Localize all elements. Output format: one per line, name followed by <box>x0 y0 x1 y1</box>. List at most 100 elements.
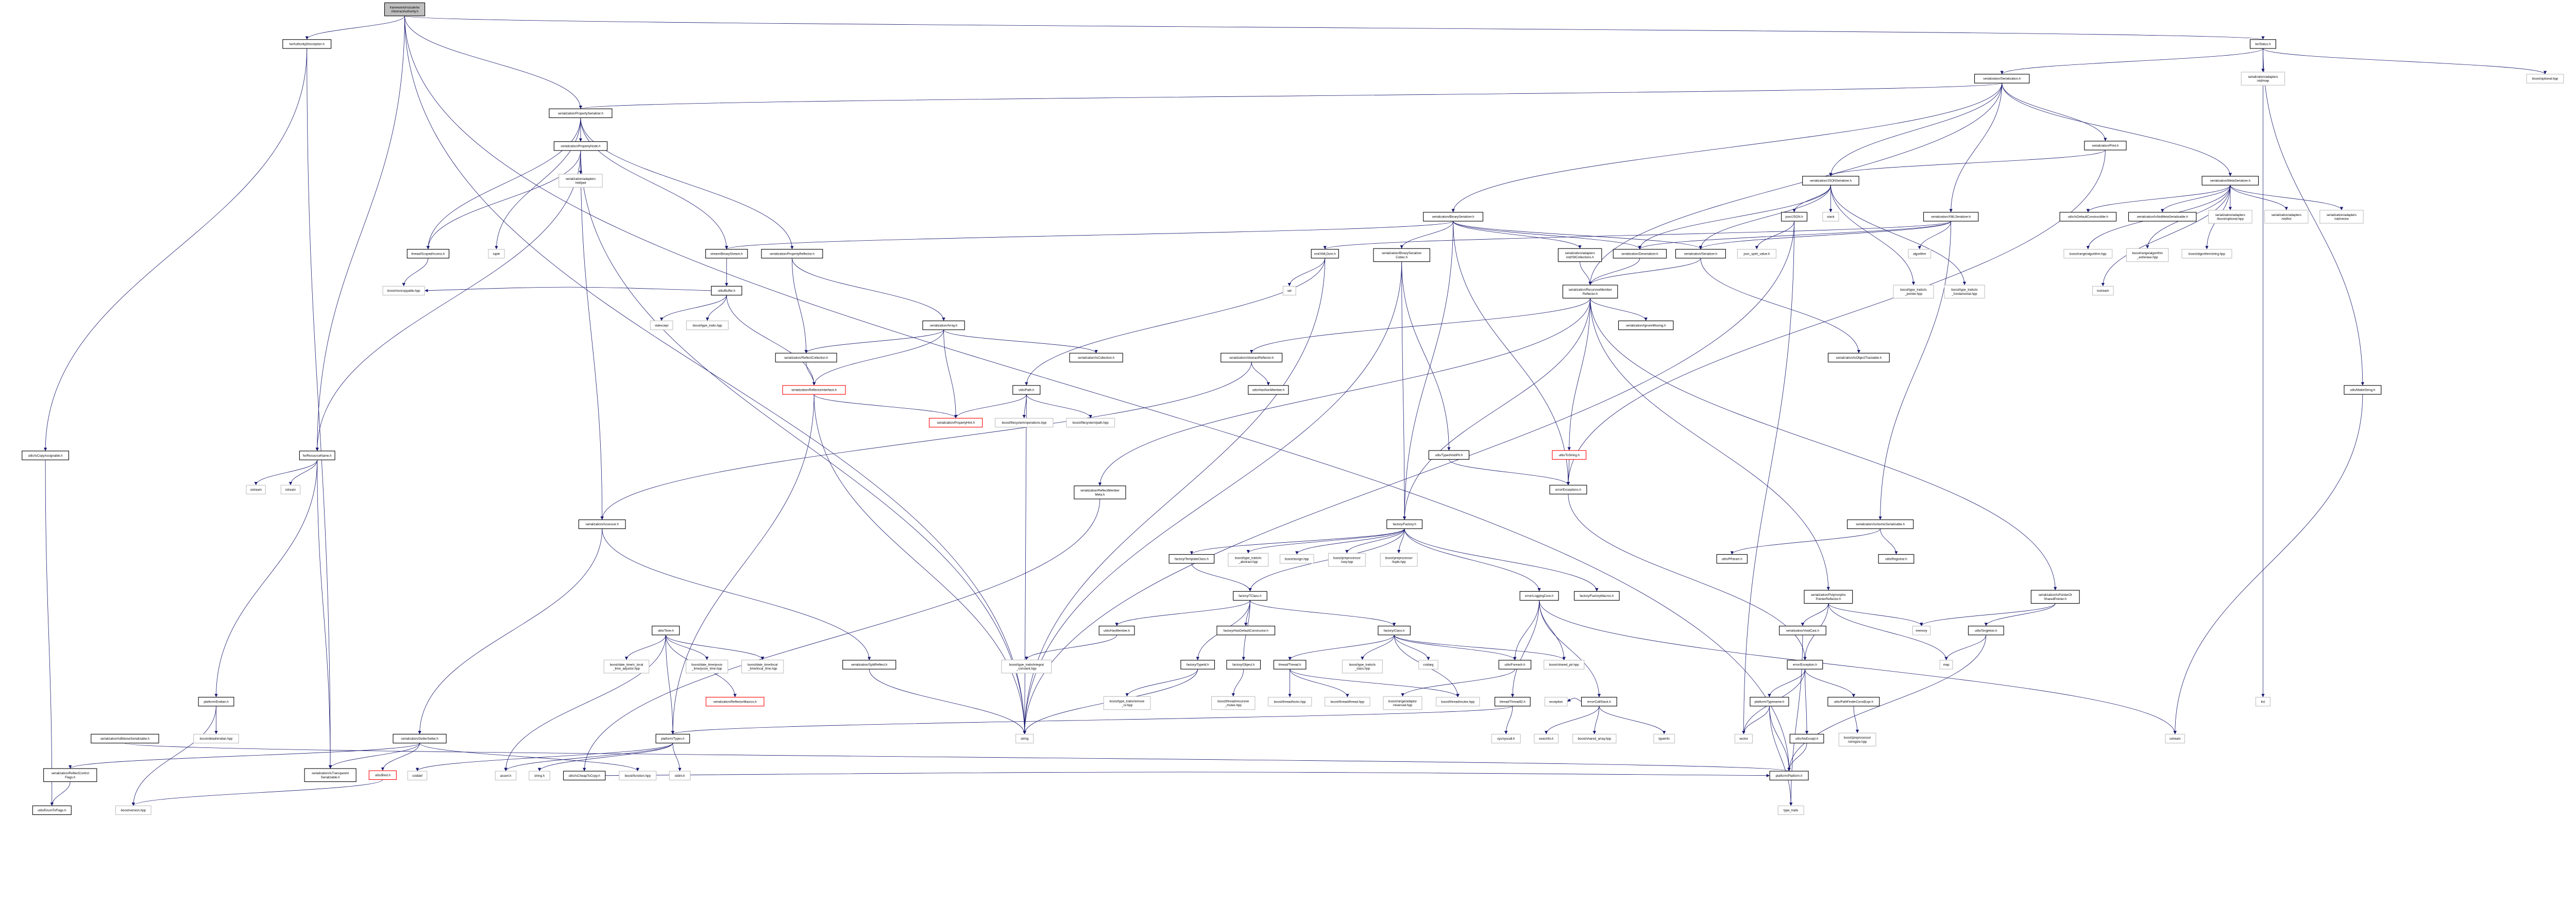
graph-node-status[interactable]: tw/Status.h <box>2249 39 2276 49</box>
node-label-line: error/CallStack.h <box>1587 700 1611 704</box>
graph-node-reflintf[interactable]: serialization/ReflectorInterface.h <box>782 385 846 395</box>
include-edge <box>1288 635 1395 661</box>
graph-node-pparam[interactable]: utils/PParam.h <box>1716 554 1748 564</box>
graph-node-exception-h[interactable]: error/Exception.h <box>1787 660 1823 670</box>
graph-node-deser[interactable]: serialization/Deserializer.h <box>1613 249 1667 259</box>
graph-node-authdesc[interactable]: tw/AuthorityDescription.h <box>282 39 332 49</box>
graph-node-voidcast[interactable]: serialization/VoidCast.h <box>1779 626 1826 636</box>
graph-node-time[interactable]: utils/Time.h <box>652 626 680 636</box>
node-label: tuple <box>493 252 500 256</box>
graph-node-typename[interactable]: platform/Typename.h <box>1750 697 1789 707</box>
graph-node-platform[interactable]: platform/Platform.h <box>1769 771 1809 780</box>
graph-node-noexcept[interactable]: utils/NoExcept.h <box>1789 733 1824 744</box>
graph-node-prophint[interactable]: serialization/PropertyHint.h <box>929 418 983 428</box>
graph-node-types[interactable]: platform/Types.h <box>655 733 690 744</box>
graph-node-print[interactable]: serialization/Print.h <box>2084 141 2127 151</box>
graph-node-isbitwise[interactable]: serialization/IsBitwiseSerializable.h <box>91 733 159 744</box>
graph-node-registrar[interactable]: utils/Registrar.h <box>1878 554 1914 564</box>
graph-node-bind[interactable]: utils/Bind.h <box>368 770 397 780</box>
include-dependency-graph: framework/include/tw/AbstractAuthority.h… <box>22 2 2564 815</box>
graph-node-path[interactable]: utils/Path.h <box>1012 385 1041 395</box>
graph-node-ser[interactable]: serialization/Serializer.h <box>1675 249 1726 259</box>
graph-node-accessor[interactable]: serialization/Accessor.h <box>578 519 626 529</box>
graph-node-resname[interactable]: fw/ResourceName.h <box>299 451 335 460</box>
graph-node-foreach[interactable]: utils/Foreach.h <box>1498 660 1532 670</box>
graph-node-iscopyassign[interactable]: utils/IsCopyAssignable.h <box>22 451 69 460</box>
graph-node-iscoll[interactable]: serialization/IsCollection.h <box>1069 353 1123 362</box>
graph-node-templateclass[interactable]: factory/TemplateClass.h <box>1168 554 1215 564</box>
graph-node-isnotmeta[interactable]: serialization/IsNotMetaSerializable.h <box>2128 212 2197 222</box>
graph-node-threadid[interactable]: thread/ThreadID.h <box>1494 697 1531 707</box>
graph-node-xmlser[interactable]: serialization/XMLSerializer.h <box>1923 212 1979 222</box>
graph-node-array[interactable]: serialization/Array.h <box>922 320 965 330</box>
node-label: serialization/IgnoreMissing.h <box>1626 324 1666 327</box>
graph-node-binser[interactable]: serialization/BinarySerializer.h <box>1423 212 1483 222</box>
graph-node-buffer[interactable]: utils/Buffer.h <box>711 286 742 296</box>
node-label-line: tuple <box>493 252 500 256</box>
node-box <box>1618 320 1674 330</box>
graph-node-binstream[interactable]: stream/BinaryStream.h <box>705 249 748 259</box>
graph-node-metaser[interactable]: serialization/MetaSerializer.h <box>2201 176 2259 186</box>
graph-node-exceptions[interactable]: error/Exceptions.h <box>1549 485 1587 495</box>
graph-node-isatomic[interactable]: serialization/IsAtomicSerializable.h <box>1846 519 1914 529</box>
graph-node-isdefctor[interactable]: utils/IsDefaultConstructible.h <box>2059 212 2117 222</box>
node-label-line: /std/map <box>2257 79 2269 83</box>
include-edge <box>1742 706 1770 735</box>
graph-node-scoped[interactable]: thread/ScopedAccess.h <box>406 249 450 259</box>
node-box <box>2084 141 2127 151</box>
graph-node-tclass[interactable]: factory/TClass.h <box>1233 591 1267 601</box>
include-edge <box>1590 298 2057 591</box>
node-label: boost/thread/mutex.hpp <box>1441 700 1475 704</box>
graph-node-ischeap[interactable]: utils/IsCheapToCopy.h <box>563 771 606 780</box>
graph-node-propser[interactable]: serialization/PropertySerializer.h <box>549 108 613 118</box>
graph-node-splitreflect[interactable]: serialization/SplitReflect.h <box>842 660 896 670</box>
graph-node-propreflector[interactable]: serialization/PropertyReflector.h <box>761 249 823 259</box>
graph-node-json[interactable]: json/JSON.h <box>1781 212 1808 222</box>
graph-node-makestring[interactable]: utils/MakeString.h <box>2344 385 2382 395</box>
graph-node-reflmacros[interactable]: serialization/ReflectorMacros.h <box>705 697 765 707</box>
graph-node-stlcoll[interactable]: serialization/adapters/std/StlCollection… <box>1557 248 1602 262</box>
graph-node-hasnonmember[interactable]: utils/HasNonMember.h <box>1248 385 1289 395</box>
graph-node-jsonser[interactable]: serialization/JSONSerializer.h <box>1802 176 1859 186</box>
graph-node-typedvoid[interactable]: utils/TypedVoidPtr.h <box>1428 450 1469 460</box>
graph-node-pathfinder[interactable]: utils/PathFinderConstExpr.h <box>1827 697 1880 707</box>
graph-node-object[interactable]: factory/Object.h <box>1226 660 1261 670</box>
graph-node-hasdefctor[interactable]: factory/HasDefaultConstructor.h <box>1216 626 1276 636</box>
graph-node-ignoremissing[interactable]: serialization/IgnoreMissing.h <box>1618 320 1674 330</box>
graph-node-xmldom[interactable]: xml/XMLDom.h <box>1311 249 1339 259</box>
node-box <box>1923 212 1979 222</box>
graph-node-reflcoll[interactable]: serialization/ReflectCollection.h <box>775 353 837 362</box>
graph-node-singleton[interactable]: utils/Singleton.h <box>1968 626 2004 636</box>
graph-node-thread[interactable]: thread/Thread.h <box>1273 660 1307 670</box>
node-label: serialization/PropertyNode.h <box>561 145 601 148</box>
graph-node-hasmember[interactable]: utils/HasMember.h <box>1098 626 1135 636</box>
graph-node-callstack[interactable]: error/CallStack.h <box>1581 697 1617 707</box>
graph-node-serialization[interactable]: serialization/Serialization.h <box>1974 74 2030 84</box>
graph-node-endian[interactable]: platform/Endian.h <box>198 697 234 707</box>
graph-node-enumtoflags[interactable]: utils/EnumToFlags.h <box>32 805 72 815</box>
graph-node-factory[interactable]: factory/Factory.h <box>1386 519 1422 529</box>
graph-node-tostring[interactable]: utils/ToString.h <box>1552 450 1587 460</box>
graph-node-isobjtrack[interactable]: serialization/IsObjectTrackable.h <box>1827 353 1890 362</box>
graph-node-class[interactable]: factory/Class.h <box>1378 626 1411 636</box>
graph-node-gettersetter[interactable]: serialization/GetterSetter.h <box>393 733 447 744</box>
graph-node-factorymacros[interactable]: factory/FactoryMacros.h <box>1574 591 1620 601</box>
graph-node-loggingcore[interactable]: error/LoggingCore.h <box>1519 591 1559 601</box>
node-box <box>775 353 837 362</box>
graph-node-typeid[interactable]: factory/TypeId.h <box>1180 660 1215 670</box>
graph-node-root[interactable]: framework/include/tw/AbstractAuthority.h <box>384 2 426 16</box>
graph-node-stdint: stdint.h <box>669 771 691 780</box>
graph-node-propnode[interactable]: serialization/PropertyNode.h <box>553 141 608 151</box>
node-label-line: utils/Foreach.h <box>1504 663 1526 667</box>
include-edge <box>943 329 1098 354</box>
graph-node-type-traits: type_traits <box>1777 805 1804 815</box>
graph-node-abstractrefl[interactable]: serialization/AbstractReflector.h <box>1221 353 1283 362</box>
